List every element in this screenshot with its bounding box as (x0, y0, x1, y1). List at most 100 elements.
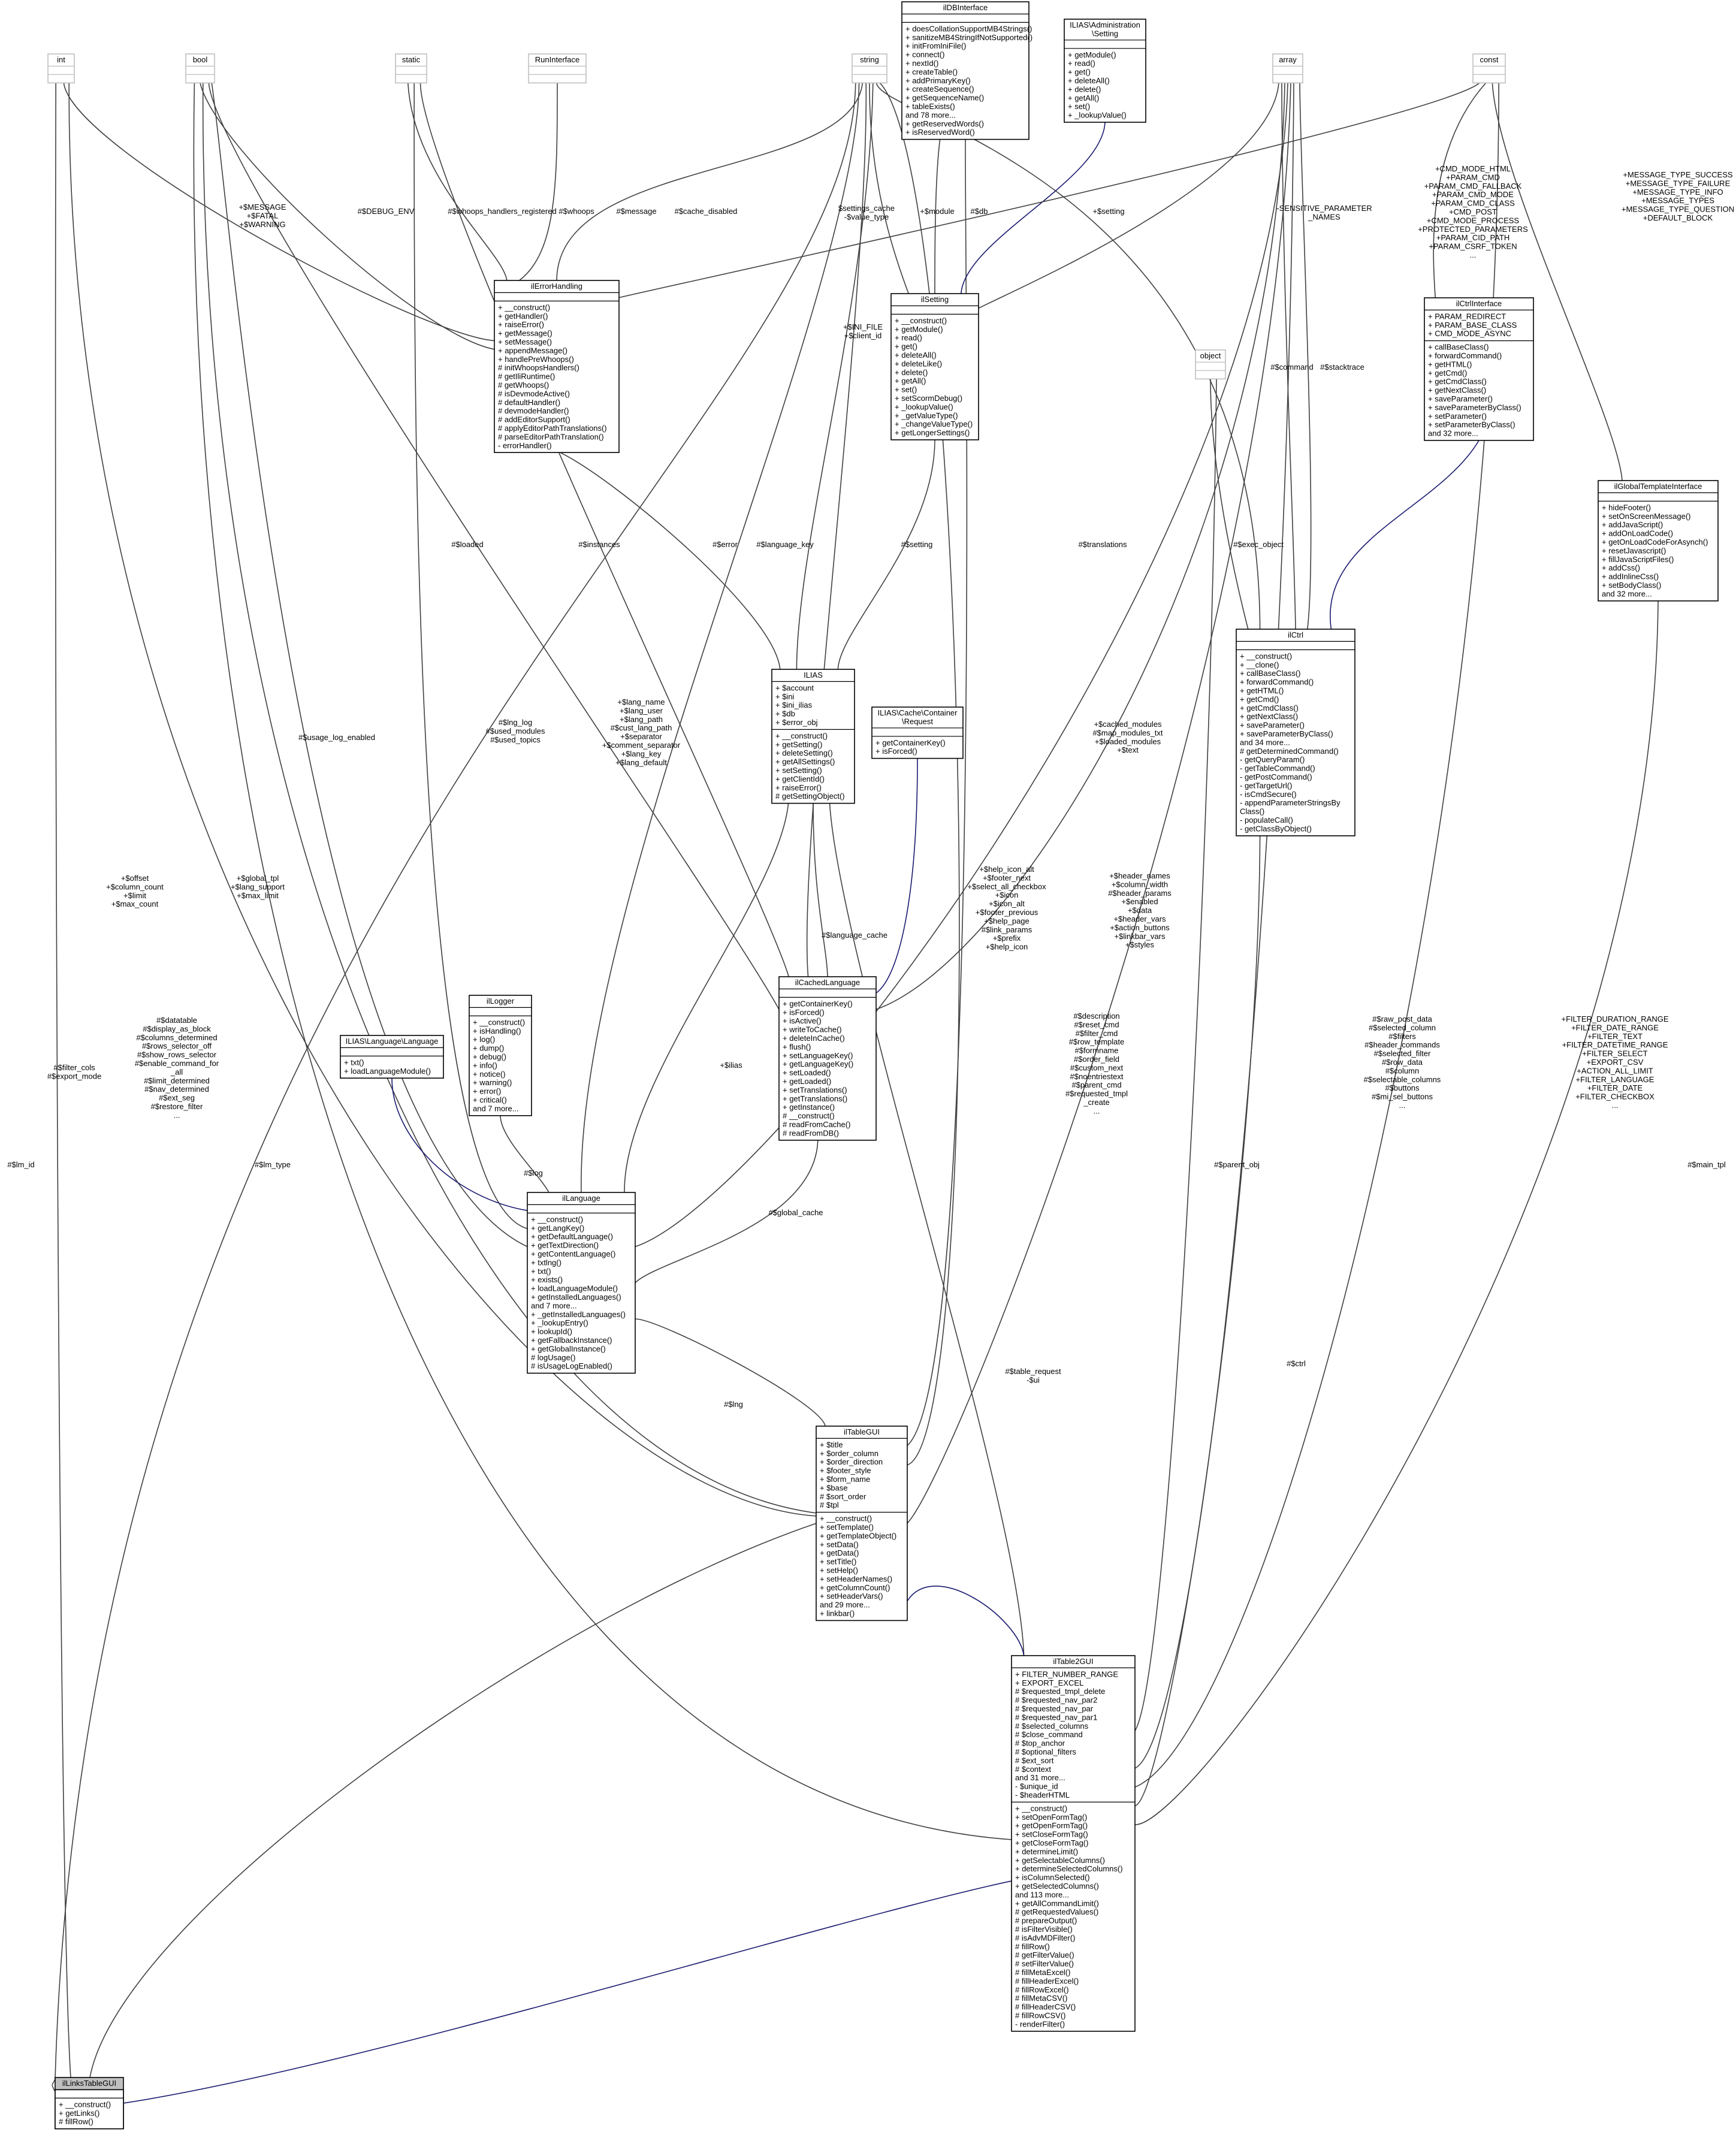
class-title: \Request (902, 717, 933, 726)
class-attribute: # $requested_nav_par (1015, 1704, 1094, 1713)
edge-label-loaded: #$loaded (451, 540, 484, 549)
class-box (1011, 1655, 1136, 2032)
class-attribute: + PARAM_REDIRECT (1428, 312, 1506, 321)
edge-label-line: #$global_cache (768, 1208, 823, 1217)
class-box (871, 706, 964, 759)
edge-label-line: +$lang_default (615, 758, 667, 767)
edge-label-line: +$help_page (984, 916, 1029, 925)
class-method: + txt() (344, 1058, 364, 1067)
edge-label-line: +PARAM_CMD (1446, 173, 1500, 182)
class-method: + getLanguageKey() (783, 1059, 853, 1068)
class-node-ilTable2GUI: ilTable2GUI+ FILTER_NUMBER_RANGE+ EXPORT… (1011, 1655, 1136, 2032)
edge-label-line: -$value_type (844, 212, 889, 221)
edge-label-header-names: +$header_names+$column_width#$header_par… (1108, 871, 1172, 949)
edge-label-line: #$formname (1075, 1046, 1119, 1055)
edge-label-line: +$MESSAGE (238, 203, 286, 212)
class-method: + getCmd() (1240, 694, 1279, 703)
edge-label-line: +$lang_path (620, 715, 663, 724)
class-method: # applyEditorPathTranslations() (498, 424, 607, 433)
edge-string-to-errorhandling (557, 83, 864, 280)
class-method: # fillRowCSV() (1015, 2011, 1066, 2020)
class-box (1472, 53, 1506, 84)
edge-label-line: #$order_field (1074, 1055, 1119, 1064)
edge-label-line: +PARAM_CMD_MODE (1432, 190, 1514, 199)
class-method: + getNextClass() (1240, 712, 1298, 721)
class-attribute: + CMD_MODE_ASYNC (1428, 329, 1511, 338)
edge-bool-to-cachedlanguage (208, 83, 779, 1009)
edge-db-to-tablegui (907, 139, 968, 1446)
class-method: + getClientId() (775, 774, 825, 783)
edge-label-line: +$footer_next (983, 873, 1031, 882)
class-method: # getWhoops() (498, 381, 549, 389)
class-method: # fillRow() (59, 2117, 93, 2126)
class-title: ILIAS (804, 671, 823, 680)
edge-label-sensitive-param: -SENSITIVE_PARAMETER_NAMES (1276, 204, 1372, 221)
edge-array-to-language (635, 83, 1288, 1246)
edge-label-line: #$table_request (1005, 1367, 1061, 1376)
class-method: + set() (895, 385, 917, 394)
class-box (771, 669, 855, 804)
edge-label-line: ... (1399, 1101, 1406, 1110)
edge-label-line: ... (1094, 1106, 1100, 1115)
edge-label-line: +CMD_MODE_HTML (1435, 164, 1511, 173)
class-box (494, 280, 620, 454)
class-method: + notice() (473, 1070, 506, 1079)
class-method: + addJavaScript() (1602, 520, 1663, 529)
edge-label-line: +$FATAL (247, 211, 279, 220)
edge-label-line: #$display_as_block (143, 1024, 211, 1033)
class-attribute: + $ini (775, 692, 795, 701)
edge-label-debug-env: #$DEBUG_ENV (358, 207, 415, 216)
class-method: + resetJavascript() (1602, 546, 1666, 555)
class-node-object: object (1195, 349, 1226, 380)
class-method: + setTitle() (820, 1557, 856, 1566)
class-method: - appendParameterStringsBy (1240, 798, 1341, 807)
class-node-ilCtrl: ilCtrl+ __construct()+ __clone()+ callBa… (1236, 629, 1355, 837)
edge-string-to-cachedlanguage (807, 83, 867, 977)
edge-label-line: #$map_modules_txt (1092, 728, 1163, 737)
edge-label-module: +$module (920, 207, 954, 216)
edge-label-line: #$ext_seg (159, 1094, 195, 1103)
edge-label-line: +$lang_user (620, 706, 663, 715)
edge-label-line: #$used_modules (485, 726, 545, 735)
class-attribute: + $footer_style (820, 1466, 871, 1475)
edge-label-parent-obj: #$parent_obj (1214, 1160, 1260, 1169)
edge-label-line: -SENSITIVE_PARAMETER (1276, 204, 1372, 213)
edge-label-whoops-handlers: #$whoops_handlers_registered (448, 207, 556, 216)
class-method: + exists() (531, 1275, 563, 1284)
class-method: + setLanguageKey() (783, 1051, 853, 1060)
class-box (1424, 297, 1534, 441)
edge-label-line: ... (174, 1110, 180, 1119)
class-box (395, 53, 427, 84)
edge-label-line: #$selected_filter (1374, 1049, 1431, 1058)
class-title: ilErrorHandling (531, 282, 582, 291)
class-method: + setScormDebug() (895, 394, 962, 403)
class-method: + linkbar() (820, 1609, 855, 1618)
class-method: + read() (895, 333, 922, 342)
edge-label-language-key: #$language_key (756, 540, 814, 549)
edge-label-line: #$lng_log (499, 718, 532, 727)
edge-string-to-setting (869, 83, 908, 294)
class-method: - getTargetUrl() (1240, 781, 1292, 790)
class-method: + dump() (473, 1044, 504, 1053)
class-method: + getSelectedColumns() (1015, 1882, 1099, 1891)
edge-label-offset-limit: +$offset+$column_count+$limit+$max_count (106, 874, 164, 908)
edge-table2gui-extends-tablegui (907, 1586, 1025, 1656)
edge-label-line: +$WARNING (239, 220, 285, 229)
class-method: + getDefaultLanguage() (531, 1232, 613, 1241)
class-method: + getCloseFormTag() (1015, 1838, 1088, 1847)
edge-label-line: #$buttons (1385, 1083, 1420, 1092)
class-box (1236, 629, 1355, 837)
class-method: + getLongerSettings() (895, 428, 970, 437)
edge-label-table-request: #$table_request-$ui (1005, 1367, 1061, 1384)
class-method: + connect() (905, 50, 944, 59)
class-method: + doesCollationSupportMB4Strings() (905, 24, 1032, 33)
edge-label-log: #$log (524, 1168, 543, 1177)
edge-label-datatable: #$datatable#$display_as_block#$columns_d… (135, 1016, 219, 1119)
edge-label-line: +$header_vars (1113, 914, 1166, 923)
class-method: + getModule() (895, 325, 943, 334)
edge-label-line: #$parent_cmd (1071, 1080, 1121, 1089)
edge-label-line: #$whoops (558, 207, 594, 216)
class-method: # getIliRuntime() (498, 372, 555, 381)
class-method: and 34 more... (1240, 738, 1290, 747)
edge-bool-to-table2gui (193, 83, 1012, 1840)
